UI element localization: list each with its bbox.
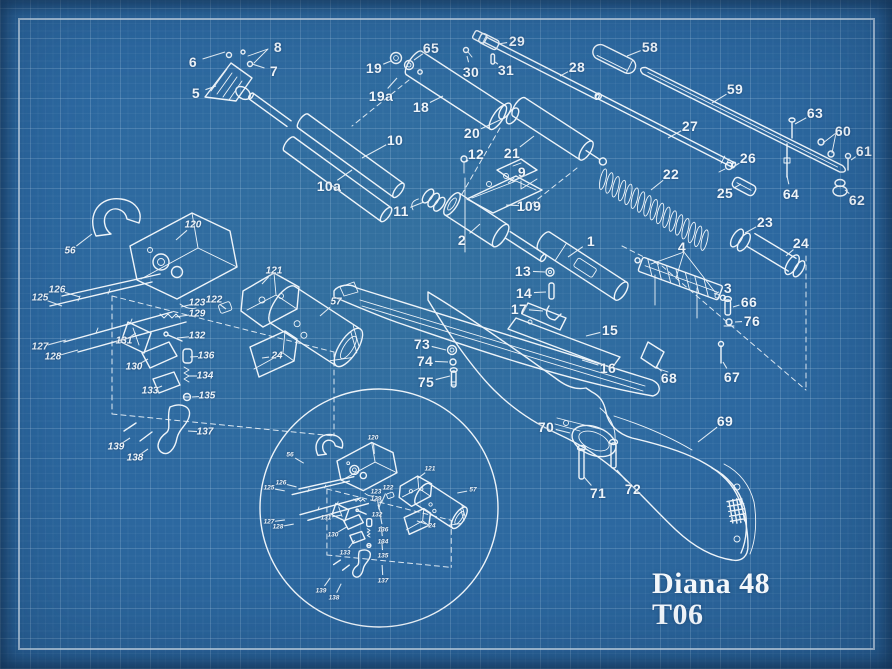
cocking-rods xyxy=(472,30,737,169)
mainspring xyxy=(594,168,713,250)
small-parts-top xyxy=(464,33,501,64)
detail-circle xyxy=(260,389,498,627)
piston xyxy=(496,95,611,172)
forearm xyxy=(334,282,659,396)
breech-assembly xyxy=(441,190,631,302)
pivot-pins xyxy=(546,268,561,320)
receiver-tube xyxy=(391,49,510,132)
small-parts-right xyxy=(719,118,851,197)
stock xyxy=(428,292,756,560)
cocking-arm xyxy=(508,303,620,368)
construction-lines xyxy=(352,80,806,390)
model-title: Diana 48 T06 xyxy=(652,567,771,631)
latch-parts xyxy=(641,297,734,372)
trigger-guard xyxy=(555,418,621,479)
ratchet-rack xyxy=(632,252,729,318)
side-lever xyxy=(590,42,846,174)
rear-sight xyxy=(467,159,542,213)
barrel-weights xyxy=(248,92,467,252)
trigger-group xyxy=(50,199,369,454)
trigger-group-inset xyxy=(291,434,472,578)
model-title-line1: Diana 48 xyxy=(652,567,771,600)
model-title-line2: T06 xyxy=(652,597,704,631)
pin-12 xyxy=(461,156,467,162)
lever-handle xyxy=(590,42,638,76)
spring-guide xyxy=(728,227,808,280)
bushing-11 xyxy=(409,184,447,222)
front-sight xyxy=(205,49,268,102)
